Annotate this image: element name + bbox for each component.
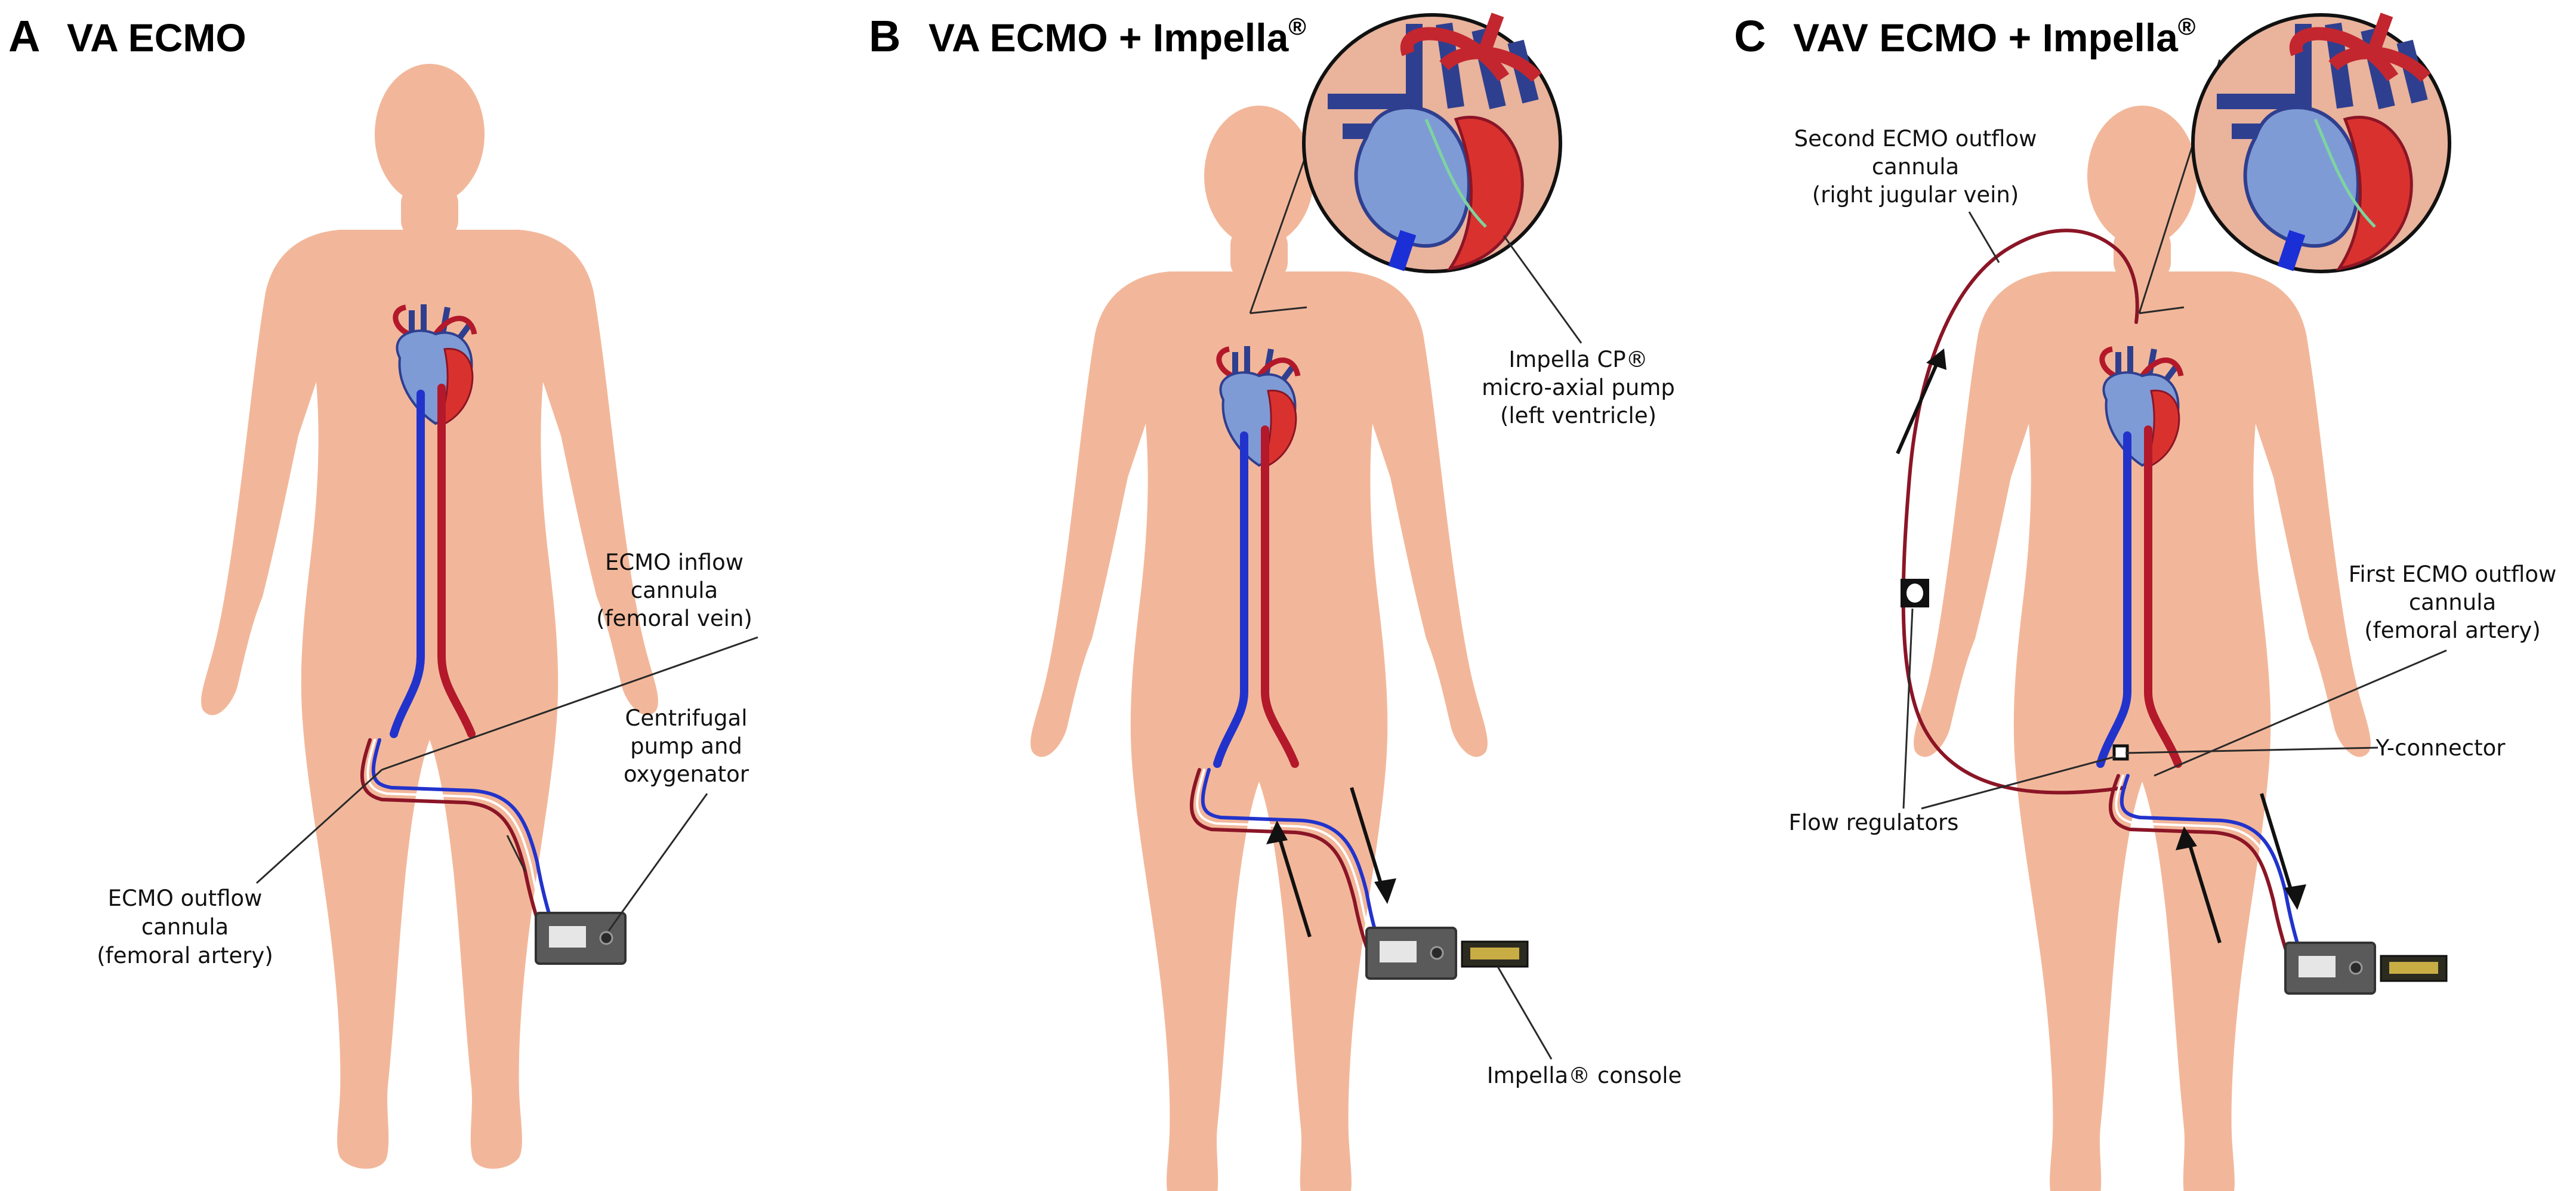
inflow-cannula-tube [371, 738, 557, 936]
svg-text:pump and: pump and [630, 733, 742, 759]
svg-text:Impella CP®: Impella CP® [1508, 347, 1648, 372]
impella-console-device-c [2380, 955, 2448, 982]
panel-a: A VA ECMO ECMO inflow cannula (femoral v… [8, 11, 758, 1169]
svg-text:Y-connector: Y-connector [2376, 735, 2506, 761]
outflow-cannula-tube [360, 738, 545, 939]
svg-text:First ECMO outflow: First ECMO outflow [2349, 561, 2556, 587]
panel-title-c: VAV ECMO + Impella [1793, 16, 2179, 60]
svg-text:Second ECMO outflow: Second ECMO outflow [1794, 126, 2037, 152]
panel-title-a: VA ECMO [67, 16, 246, 60]
label-ecmo-outflow: ECMO outflow cannula (femoral artery) [97, 885, 273, 968]
panel-letter-a: A [8, 11, 40, 61]
label-impella-pump: Impella CP® micro-axial pump (left ventr… [1482, 347, 1675, 428]
panel-title-b: VA ECMO + Impella [928, 16, 1289, 60]
svg-text:VAV ECMO + Impella®: VAV ECMO + Impella® [1793, 14, 2195, 60]
vena-cava-vessel [390, 390, 425, 738]
svg-text:(right jugular vein): (right jugular vein) [1812, 182, 2019, 208]
panel-c: C VAV ECMO + Impella® Se [1734, 11, 2556, 1191]
svg-text:oxygenator: oxygenator [624, 761, 749, 787]
label-flow-regulators: Flow regulators [1789, 810, 1959, 835]
svg-text:(femoral vein): (femoral vein) [596, 606, 752, 631]
flow-regulator-small [2112, 744, 2129, 761]
label-impella-console: Impella® console [1487, 1063, 1682, 1088]
svg-text:Impella® console: Impella® console [1487, 1063, 1682, 1088]
flow-arrows-c [1896, 348, 2306, 943]
panel-letter-c: C [1734, 11, 1766, 61]
svg-text:cannula: cannula [631, 578, 718, 603]
label-second-outflow: Second ECMO outflow cannula (right jugul… [1794, 126, 2037, 208]
aorta-vessel [437, 384, 476, 738]
svg-text:cannula: cannula [141, 914, 229, 940]
heart-zoom-callout [1304, 15, 1560, 271]
svg-text:Flow regulators: Flow regulators [1789, 810, 1959, 835]
svg-text:Centrifugal: Centrifugal [625, 705, 748, 731]
label-centrifugal-pump: Centrifugal pump and oxygenator [624, 705, 749, 787]
panel-b: B VA ECMO + Impella® Impella CP® micro-a… [869, 11, 1682, 1191]
label-ecmo-inflow: ECMO inflow cannula (femoral vein) [596, 550, 752, 631]
svg-text:(left ventricle): (left ventricle) [1500, 403, 1656, 428]
svg-text:cannula: cannula [2409, 590, 2496, 615]
svg-text:ECMO outflow: ECMO outflow [108, 885, 263, 911]
ecmo-device-b [1365, 927, 1457, 980]
svg-text:(femoral artery): (femoral artery) [97, 943, 273, 968]
impella-console-device [1461, 940, 1529, 968]
svg-text:micro-axial pump: micro-axial pump [1482, 375, 1675, 400]
svg-text:ECMO inflow: ECMO inflow [605, 550, 744, 575]
svg-text:VA ECMO + Impella®: VA ECMO + Impella® [928, 14, 1306, 60]
ecmo-device-c [2284, 942, 2376, 995]
panel-letter-b: B [869, 11, 900, 61]
heart-zoom-callout-c [2193, 15, 2449, 271]
svg-text:(femoral artery): (femoral artery) [2364, 618, 2541, 643]
label-first-outflow: First ECMO outflow cannula (femoral arte… [2349, 561, 2556, 643]
body-figure-a [201, 64, 658, 1169]
flow-arrows-b [1266, 787, 1396, 937]
second-outflow-cannula-tube [1901, 229, 2139, 795]
label-y-connector: Y-connector [2376, 735, 2506, 761]
centrifugal-pump-device [535, 912, 627, 965]
svg-text:cannula: cannula [1872, 154, 1959, 180]
